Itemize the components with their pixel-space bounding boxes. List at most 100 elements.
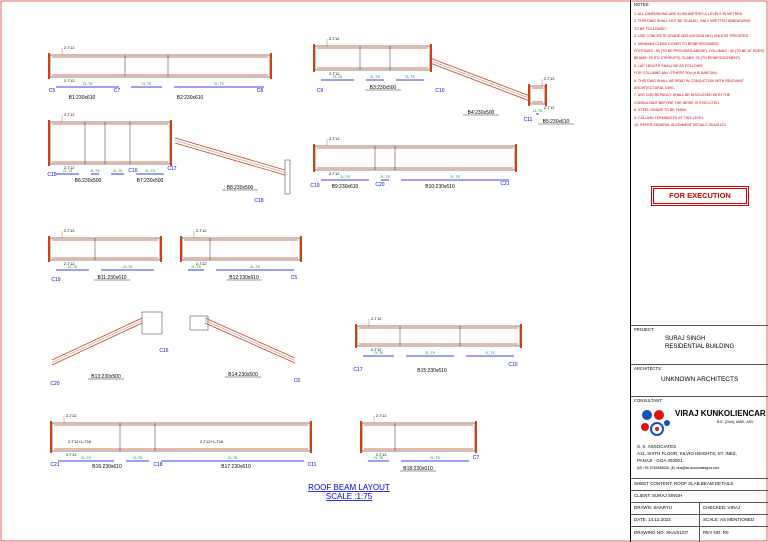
column-label: C15 xyxy=(47,172,56,178)
note-line: 7. ANY DISCREPANCY SHALL BE DISCUSSED WI… xyxy=(634,93,731,98)
beam-label: B12:230x610 xyxy=(229,275,259,281)
sloped-rebar xyxy=(204,317,296,359)
stirrup-label: 2L-T8 xyxy=(485,351,494,355)
column-label: C21 xyxy=(500,181,509,187)
column-end xyxy=(528,84,530,106)
beam-outline xyxy=(49,121,171,165)
column-label: C20 xyxy=(50,381,59,387)
rebar-callout-bottom: 2-T12 xyxy=(64,78,75,83)
column-end xyxy=(475,421,477,453)
address-line-1: A11, SIXTH FLOOR, SILVIO HEIGHTS, ST. IN… xyxy=(637,451,737,456)
rebar-callout-bottom: 2-T12 xyxy=(329,171,340,176)
stirrup-label: 2L-T8 xyxy=(380,175,389,179)
rebar-callout-top: 2-T12 xyxy=(371,316,382,321)
column-end xyxy=(545,84,547,106)
beam-outline xyxy=(314,45,431,71)
stirrup-label: 2L-T8 xyxy=(430,456,439,460)
consultant-name: VIRAJ KUNKOLIENCAR xyxy=(675,409,766,418)
column-label: C11 xyxy=(524,117,533,123)
beam-label: B13:230x500 xyxy=(91,374,121,380)
firm-name: S. K. ASSOCIATES xyxy=(637,444,677,449)
column-end xyxy=(313,144,315,172)
beam-outline xyxy=(181,237,301,261)
revision-number: REV NO: R0 xyxy=(703,530,729,535)
consultant-label: CONSULTANT: xyxy=(634,398,663,403)
architects-name: UNKNOWN ARCHITECTS xyxy=(661,376,739,383)
sloped-rebar xyxy=(429,57,531,97)
drawing-title: ROOF BEAM LAYOUT xyxy=(308,483,390,492)
note-line: 5. LAP LENGTH SHALL BE AS FOLLOWS xyxy=(634,63,703,68)
stirrup-label: 2L-T8 xyxy=(533,109,542,113)
rebar-callout-top: 2-T12 xyxy=(544,76,555,81)
stirrup-label: 2L-T8 xyxy=(374,351,383,355)
beam-outline xyxy=(356,325,521,347)
sloped-rebar xyxy=(174,142,286,176)
beam-label: B11:230x610 xyxy=(97,275,126,281)
stirrup-label: 2L-T8 xyxy=(90,169,99,173)
column-label: C10 xyxy=(508,362,517,368)
stirrup-label: 2L-T8 xyxy=(450,175,459,179)
column-end xyxy=(270,53,272,79)
stirrup-label: 2L-T8 xyxy=(81,456,90,460)
rebar-callout-bottom: 2-T12 xyxy=(544,105,555,110)
note-line: TO BE FOLLOWED. xyxy=(634,26,667,31)
beam-label: B9:230x610 xyxy=(332,184,359,190)
column-label: C21 xyxy=(50,462,59,468)
column-end xyxy=(520,324,522,348)
date: DATE: 14.12.2023 xyxy=(634,517,671,522)
client: CLIENT: SURAJ SINGH xyxy=(634,493,683,498)
note-line: 9. COLUMN TERMINATES AT THIS LEVEL. xyxy=(634,115,705,120)
consultant-logo xyxy=(641,410,670,436)
beam-outline xyxy=(361,422,476,452)
contact-info: (M) +91-9763838828, (E) viraj@sk-associa… xyxy=(637,466,720,470)
rebar-callout-bottom: 2-T12 xyxy=(329,71,340,76)
rebar-callout-top: 2-T12 xyxy=(329,136,340,141)
column-label: C19 xyxy=(310,183,319,189)
beam-label: B1:230x610 xyxy=(69,95,96,101)
stirrup-label: 2L-T8 xyxy=(68,265,77,269)
note-line: FOR COLUMNS 48d, OTHERS 50d (d IS BAR DI… xyxy=(634,71,717,76)
stirrup-label: 2L-T8 xyxy=(250,265,259,269)
column-label: C11 xyxy=(308,462,317,468)
sloped-beam-axis xyxy=(204,320,296,361)
column-label: C9 xyxy=(317,88,324,94)
column-end xyxy=(48,53,50,79)
beam-label: B7:230x500 xyxy=(137,178,164,184)
address-line-2: PANAJI - GOA 403001. xyxy=(637,458,684,463)
stirrup-label: 2L-T8 xyxy=(191,265,200,269)
beam-stub xyxy=(141,311,163,335)
column-end xyxy=(48,236,50,262)
project-name: SURAJ SINGH RESIDENTIAL BUILDING xyxy=(665,336,735,350)
stirrup-label: 2L-T8 xyxy=(425,351,434,355)
note-line: 10. REFER GENERAL ALIGNMENT DETAILS SKA/… xyxy=(634,123,727,127)
note-line: 2. THIS DWG SHALL NOT BE SCALED, ONLY WR… xyxy=(634,19,751,24)
sloped-rebar xyxy=(204,322,296,364)
beam-outline xyxy=(49,54,271,78)
column-end xyxy=(170,120,172,166)
beam-label: B4:230x500 xyxy=(468,110,495,116)
sheet-content: SHEET CONTENT: ROOF SLAB BEAM DETAILS xyxy=(634,481,734,486)
column-label: C18 xyxy=(254,198,263,204)
column-label: C17 xyxy=(353,367,362,373)
note-line: 6. THIS DWG SHALL BE READ IN CONJUCTION … xyxy=(634,78,744,83)
notes-header: NOTES: xyxy=(634,2,650,7)
note-line: FOOTINGS : 50 (TO BE PROVIDED ABOVE), CO… xyxy=(634,49,764,53)
architects-label: ARCHITECTS: xyxy=(634,366,662,371)
column-label: C5 xyxy=(49,88,56,94)
beam-label: B17:230x610 xyxy=(221,464,251,470)
beam-label: B14:230x500 xyxy=(228,372,258,378)
stirrup-label: 2L-T8 xyxy=(133,456,142,460)
column-label: C5 xyxy=(291,275,298,281)
rebar-callout-combo: 2-T12+1-T16 xyxy=(200,439,224,444)
beam-label: B5:230x610 xyxy=(543,119,570,125)
rebar-callout-bottom: 2-T12 xyxy=(371,347,382,352)
drawing-scale: SCALE :1:75 xyxy=(326,492,373,501)
stirrup-label: 2L-T8 xyxy=(145,169,154,173)
stirrup-label: 2L-T8 xyxy=(113,169,122,173)
column-end xyxy=(310,421,312,453)
stirrup-label: 2L-T8 xyxy=(405,75,414,79)
rebar-callout-top: 2-T12 xyxy=(196,228,207,233)
beam-stub xyxy=(189,315,209,331)
